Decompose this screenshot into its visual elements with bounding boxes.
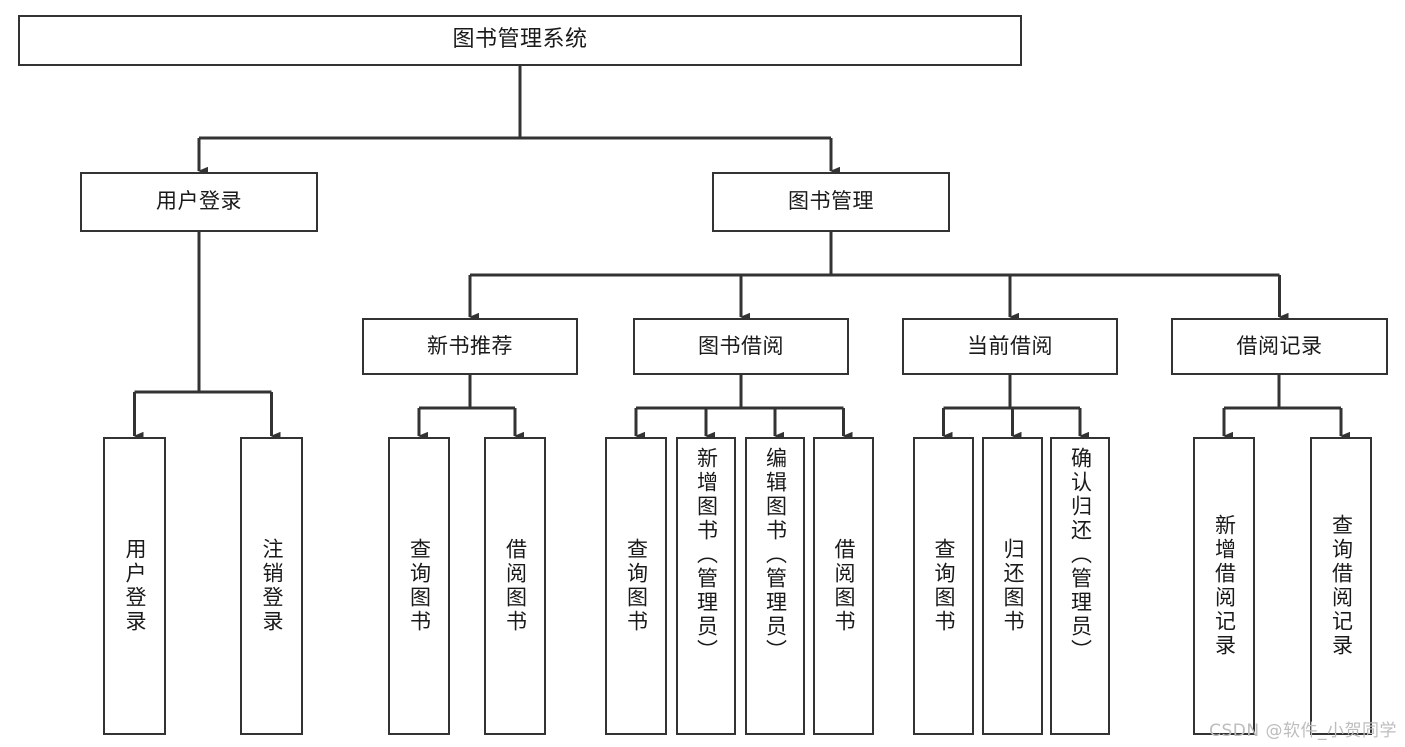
node-label: 新增图书（管理员）	[694, 447, 719, 663]
node-leaf-query-borrow-record[interactable]: 查询借阅记录	[1310, 437, 1372, 735]
node-label: 图书借阅	[698, 333, 784, 358]
node-borrow-record[interactable]: 借阅记录	[1171, 318, 1388, 375]
node-label: 图书管理	[788, 189, 874, 214]
node-new-book-recommend[interactable]: 新书推荐	[362, 318, 578, 375]
node-label: 查询图书	[407, 538, 432, 634]
node-label: 当前借阅	[967, 333, 1053, 358]
node-book-manage[interactable]: 图书管理	[712, 172, 950, 232]
node-leaf-return-book[interactable]: 归还图书	[982, 437, 1043, 735]
node-leaf-borrow-book-2[interactable]: 借阅图书	[813, 437, 874, 735]
node-label: 确认归还（管理员）	[1068, 447, 1093, 663]
node-label: 查询图书	[624, 538, 649, 634]
connector-lines	[133, 66, 1350, 441]
node-leaf-query-book-2[interactable]: 查询图书	[605, 437, 667, 735]
node-label: 新书推荐	[427, 333, 513, 358]
node-leaf-edit-book-admin[interactable]: 编辑图书（管理员）	[745, 437, 805, 735]
node-root[interactable]: 图书管理系统	[18, 15, 1022, 66]
node-label: 查询借阅记录	[1329, 514, 1354, 658]
node-leaf-add-book-admin[interactable]: 新增图书（管理员）	[676, 437, 736, 735]
node-leaf-query-book-1[interactable]: 查询图书	[388, 437, 450, 735]
node-label: 用户登录	[123, 538, 147, 634]
node-leaf-borrow-book-1[interactable]: 借阅图书	[484, 437, 546, 735]
node-leaf-query-book-3[interactable]: 查询图书	[913, 437, 974, 735]
node-label: 新增借阅记录	[1212, 514, 1237, 658]
node-label: 借阅图书	[832, 538, 856, 634]
node-leaf-confirm-return-admin[interactable]: 确认归还（管理员）	[1050, 437, 1110, 735]
node-label: 用户登录	[156, 189, 242, 214]
node-book-borrow[interactable]: 图书借阅	[633, 318, 849, 375]
node-label: 编辑图书（管理员）	[763, 447, 788, 663]
node-label: 注销登录	[260, 538, 284, 634]
node-user-login[interactable]: 用户登录	[80, 172, 318, 232]
node-leaf-add-borrow-record[interactable]: 新增借阅记录	[1193, 437, 1255, 735]
node-label: 查询图书	[932, 538, 956, 634]
node-label: 图书管理系统	[452, 27, 588, 53]
node-label: 借阅图书	[503, 538, 528, 634]
node-current-borrow[interactable]: 当前借阅	[902, 318, 1118, 375]
node-leaf-logout-login[interactable]: 注销登录	[240, 437, 303, 735]
node-label: 借阅记录	[1236, 333, 1323, 358]
node-label: 归还图书	[1001, 538, 1025, 634]
node-leaf-user-login[interactable]: 用户登录	[103, 437, 166, 735]
